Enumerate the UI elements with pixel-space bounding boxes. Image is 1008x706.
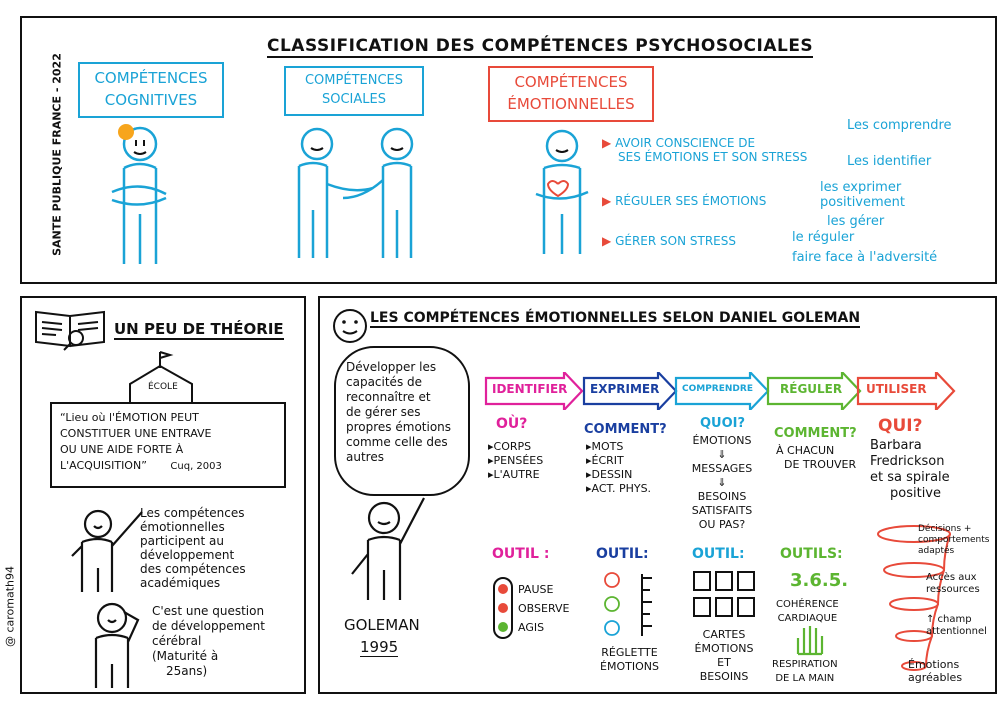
tool-label-4: OUTILS: <box>780 546 843 562</box>
cognitive-box: COMPÉTENCES COGNITIVES <box>78 62 224 118</box>
spiral-2: Accès aux ressources <box>926 572 980 595</box>
top-title: CLASSIFICATION DES COMPÉTENCES PSYCHOSOC… <box>267 36 814 58</box>
spiral-4: Émotions agréables <box>908 658 963 684</box>
list-comprendre: ÉMOTIONS ⇓ MESSAGES ⇓ BESOINS SATISFAITS… <box>691 434 753 531</box>
q-identifier: OÙ? <box>496 416 528 432</box>
pointing-person-icon <box>71 509 143 592</box>
list-identifier: ▸CORPS ▸PENSÉES ▸L'AUTRE <box>488 440 544 481</box>
school-label: ÉCOLE <box>148 382 178 392</box>
q-reguler: COMMENT? <box>774 426 857 441</box>
theory-title: UN PEU DE THÉORIE <box>114 320 284 340</box>
author-credit: @ caromath94 <box>3 565 17 648</box>
goleman-author: GOLEMAN <box>344 616 420 634</box>
coherence-number: 3.6.5. <box>790 570 849 591</box>
goleman-title: LES COMPÉTENCES ÉMOTIONNELLES SELON DANI… <box>370 310 861 328</box>
emotional-item-3: ▶ GÉRER SON STRESS <box>602 234 736 248</box>
step-identifier: IDENTIFIER <box>484 372 584 410</box>
emotional-item-1: ▶ AVOIR CONSCIENCE DE SES ÉMOTIONS ET SO… <box>602 136 808 164</box>
emotional-sub-3b: faire face à l'adversité <box>792 250 938 265</box>
goleman-figure-icon <box>351 497 425 600</box>
emotional-sub-1b: Les identifier <box>847 154 932 169</box>
list-utiliser: Barbara Fredrickson et sa spirale positi… <box>870 438 950 501</box>
theory-panel: UN PEU DE THÉORIE ÉCOLE “Lieu où l'ÉMOTI… <box>20 296 306 694</box>
school-building-icon <box>129 351 193 402</box>
reglette-label: RÉGLETTE ÉMOTIONS <box>600 646 659 673</box>
q-exprimer: COMMENT? <box>584 422 667 437</box>
emotional-sub-1a: Les comprendre <box>847 118 952 133</box>
cards-grid-icon <box>693 571 755 617</box>
emotional-item-2: ▶ RÉGULER SES ÉMOTIONS <box>602 194 767 208</box>
list-reguler: À CHACUN DE TROUVER <box>776 444 857 471</box>
thinking-head-person-icon <box>94 602 140 688</box>
step-utiliser: UTILISER <box>856 372 956 410</box>
emotional-box: COMPÉTENCES ÉMOTIONNELLES <box>488 66 654 122</box>
arrow-marker-icon: ▶ <box>602 234 612 248</box>
cartes-label: CARTES ÉMOTIONS ET BESOINS <box>694 628 754 683</box>
quote-box: “Lieu où l'ÉMOTION PEUT CONSTITUER UNE E… <box>50 402 286 488</box>
emotional-sub-3a: le réguler <box>792 230 855 245</box>
coherence-label: COHÉRENCE CARDIAQUE <box>776 599 839 624</box>
arrow-marker-icon: ▶ <box>602 136 612 150</box>
top-panel: CLASSIFICATION DES COMPÉTENCES PSYCHOSOC… <box>20 16 997 284</box>
goleman-panel: LES COMPÉTENCES ÉMOTIONNELLES SELON DANI… <box>318 296 997 694</box>
step-exprimer: EXPRIMER <box>582 372 678 410</box>
spiral-3: ↑ champ attentionnel <box>926 614 987 637</box>
emotion-ruler-icon <box>604 572 652 636</box>
social-box: COMPÉTENCES SOCIALES <box>284 66 424 116</box>
emotional-sub-2b: les gérer <box>827 214 885 229</box>
q-comprendre: QUOI? <box>700 416 746 431</box>
spiral-icon <box>877 525 951 671</box>
step-reguler: RÉGULER <box>766 372 862 410</box>
tool-label-2: OUTIL: <box>596 546 649 562</box>
list-exprimer: ▸MOTS ▸ÉCRIT ▸DESSIN ▸ACT. PHYS. <box>586 440 652 495</box>
thinking-person-icon <box>111 124 167 264</box>
spiral-1: Décisions + comportements adaptés <box>918 524 990 556</box>
q-utiliser: QUI? <box>878 416 923 436</box>
traffic-light-icon <box>493 577 513 639</box>
side-label: SANTE PUBLIQUE FRANCE - 2022 <box>50 53 64 256</box>
traffic-list: PAUSE OBSERVE AGIS <box>518 583 570 634</box>
goleman-year: 1995 <box>360 638 399 657</box>
tool-label-3: OUTIL: <box>692 546 745 562</box>
step-comprendre: COMPRENDRE <box>674 372 770 410</box>
speech-bubble: Développer les capacités de reconnaître … <box>334 346 470 496</box>
tool-label-1: OUTIL : <box>492 546 550 562</box>
book-magnifier-icon <box>35 310 105 351</box>
respiration-label: RESPIRATION DE LA MAIN <box>772 659 838 684</box>
hand-icon <box>796 626 824 656</box>
handshake-people-icon <box>297 127 414 258</box>
heart-person-icon <box>535 129 589 254</box>
theory-note-2: C'est une question de développement céré… <box>152 604 265 678</box>
arrow-marker-icon: ▶ <box>602 194 612 208</box>
smiley-face-icon <box>333 309 367 343</box>
emotional-sub-2a: les exprimer positivement <box>820 180 905 210</box>
theory-note-1: Les compétences émotionnelles participen… <box>140 506 246 590</box>
